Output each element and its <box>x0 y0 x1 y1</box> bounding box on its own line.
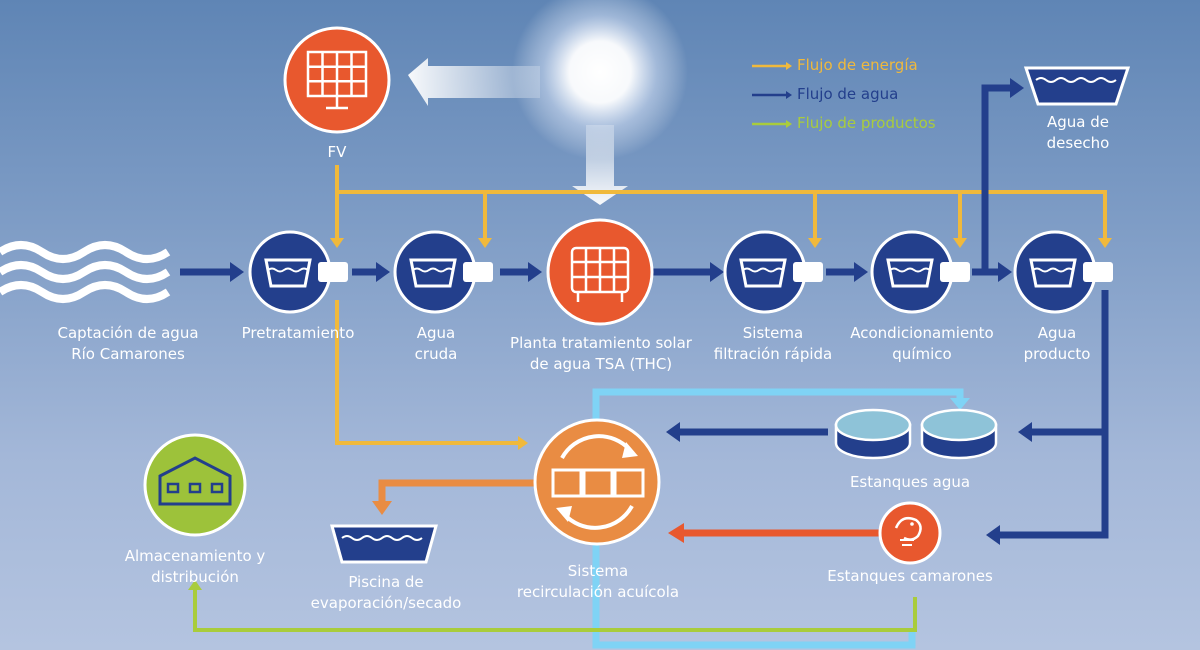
pond-icon <box>834 408 998 460</box>
solar-collector-icon <box>546 218 654 326</box>
legend-energy: Flujo de energía <box>797 56 918 74</box>
sun-icon <box>512 0 688 160</box>
agua-cruda-tank-icon <box>393 230 493 314</box>
shrimp-icon <box>878 501 942 565</box>
product-flow-line <box>193 588 917 632</box>
warehouse-icon <box>143 433 247 537</box>
label-pretratamiento: Pretratamiento <box>241 324 355 342</box>
filtracion-tank-icon <box>723 230 823 314</box>
shrimp-to-recirculation-arrowhead <box>668 523 684 543</box>
legend-products: Flujo de productos <box>797 114 936 132</box>
acondicionamiento-tank-icon <box>870 230 970 314</box>
solar-panel-icon <box>283 26 391 134</box>
label-fv: FV <box>327 143 347 161</box>
recirculation-icon <box>533 418 661 546</box>
recirculation-to-pool-line <box>378 479 535 503</box>
energy-arrowheads <box>330 238 1112 450</box>
energy-flow-lines <box>335 165 1107 445</box>
product-arrowhead <box>188 580 202 590</box>
water-flow-lines <box>180 84 1109 539</box>
recirculation-to-pool-arrowhead <box>372 501 392 515</box>
agua-producto-tank-icon <box>1013 230 1113 314</box>
recirculation-arrowhead <box>950 398 970 410</box>
river-waves-icon <box>0 241 171 303</box>
waste-water-basin-icon <box>1023 66 1131 106</box>
water-arrowheads <box>230 78 1032 545</box>
label-estanques-agua: Estanques agua <box>849 473 971 491</box>
evaporation-pool-icon <box>330 524 438 564</box>
legend-water: Flujo de agua <box>797 85 899 103</box>
sun-to-plant-arrow <box>572 125 628 205</box>
pretratamiento-tank-icon <box>248 230 348 314</box>
legend-swatches <box>752 62 792 128</box>
sun-to-fv-arrow <box>408 58 540 106</box>
label-estanques-camarones: Estanques camarones <box>827 567 993 585</box>
